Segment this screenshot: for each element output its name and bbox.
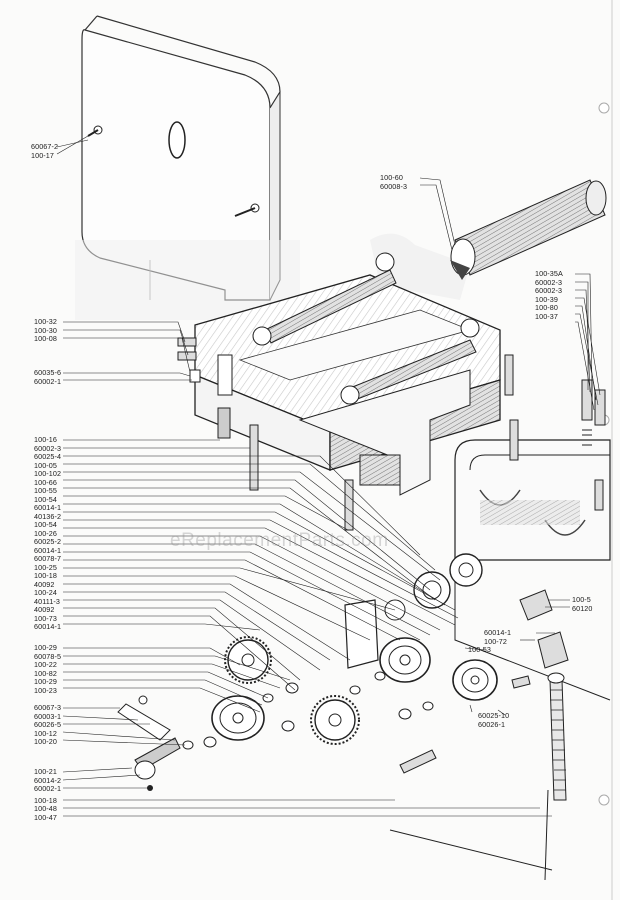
callout-label: 100-05 bbox=[34, 460, 57, 470]
callout-group-left-column: 100-16 60002-3 60025-4 100-05 100-102 10… bbox=[34, 435, 62, 632]
cover-screw-bottom bbox=[234, 203, 260, 217]
pulley-cluster bbox=[384, 553, 483, 621]
callout-label: 100-18 bbox=[34, 795, 57, 805]
callout-label: 60002-1 bbox=[34, 784, 62, 793]
callout-label: 40111-3 bbox=[34, 596, 61, 606]
callout-label: 100-60 bbox=[380, 173, 403, 182]
callout-label: 100-08 bbox=[34, 334, 57, 343]
cover-panel bbox=[81, 15, 281, 301]
callout-label: 100-18 bbox=[34, 571, 57, 580]
callout-label: 60002-3 bbox=[535, 286, 563, 295]
outfeed-roller-arm bbox=[450, 179, 607, 280]
callout-label: 100-29 bbox=[34, 677, 57, 686]
callout-label: 60014-1 bbox=[34, 503, 62, 512]
callout-label: 60067-2 bbox=[31, 142, 59, 151]
callout-label: 60120 bbox=[572, 603, 593, 613]
callout-label: 100-12 bbox=[34, 728, 57, 738]
callout-label: 100-17 bbox=[31, 150, 54, 160]
callout-group-center-c: 60025-10 60026-1 bbox=[478, 711, 510, 729]
callout-group-left-bottom: 100-21 60014-2 60002-1 100-18 100-48 100… bbox=[34, 767, 62, 822]
callout-label: 100-35A bbox=[535, 269, 563, 278]
callout-center-b: 100-53 bbox=[468, 645, 491, 654]
callout-group-center-a: 60014-1 100-72 bbox=[484, 628, 512, 646]
callout-label: 60078-7 bbox=[34, 554, 62, 563]
callout-label: 60078-5 bbox=[34, 651, 62, 661]
callout-label: 60002-3 bbox=[535, 277, 563, 287]
cover-screw-top bbox=[87, 125, 103, 137]
shaft-rod bbox=[399, 675, 531, 774]
callout-label: 100-37 bbox=[535, 311, 558, 321]
callout-group-right-upper: 100-35A 60002-3 60002-3 100-39 100-80 10… bbox=[535, 269, 563, 321]
callout-label: 100-32 bbox=[34, 317, 57, 326]
callout-label: 100-73 bbox=[34, 613, 57, 623]
callout-label: 60025-4 bbox=[34, 452, 62, 461]
callout-label: 100-5 bbox=[572, 595, 591, 604]
callout-label: 100-20 bbox=[34, 737, 57, 746]
callout-group-left-frame: 100-32 100-30 100-08 bbox=[34, 317, 57, 344]
handwheel-left bbox=[211, 695, 265, 741]
callout-group-top-right: 100-60 60008-3 bbox=[380, 173, 408, 191]
callout-group-left-screws: 60035-6 60002-1 bbox=[34, 368, 62, 386]
callout-label: 100-72 bbox=[484, 636, 507, 646]
callout-group-top-left: 60067-2 100-17 bbox=[31, 142, 59, 160]
callout-label: 40136-2 bbox=[34, 511, 62, 521]
callout-label: 100-29 bbox=[34, 643, 57, 652]
callout-label: 100-55 bbox=[34, 486, 57, 495]
callout-label: 100-54 bbox=[34, 494, 57, 504]
callout-label: 60026-1 bbox=[478, 719, 506, 729]
callout-label: 100-102 bbox=[34, 469, 62, 478]
callout-label: 100-16 bbox=[34, 435, 57, 444]
callout-label: 100-30 bbox=[34, 325, 57, 335]
gear-train bbox=[203, 553, 569, 774]
lever-arm bbox=[117, 695, 194, 791]
handwheel-center bbox=[379, 637, 431, 683]
roller-upper bbox=[252, 252, 397, 346]
right-housing bbox=[454, 439, 611, 701]
callout-label: 60025-10 bbox=[478, 711, 510, 720]
callout-label: 60014-1 bbox=[34, 545, 62, 555]
callout-label: 100-47 bbox=[34, 812, 57, 822]
leader-lines bbox=[56, 135, 601, 817]
callout-label: 60002-1 bbox=[34, 376, 62, 386]
small-bushings bbox=[203, 671, 434, 748]
main-frame bbox=[194, 274, 501, 496]
callout-label: 100-24 bbox=[34, 588, 57, 597]
callout-label: 100-48 bbox=[34, 804, 57, 813]
callout-label: 100-80 bbox=[535, 303, 558, 312]
callout-group-left-gears: 100-29 60078-5 100-22 100-82 100-29 100-… bbox=[34, 643, 62, 695]
callout-group-left-lever: 60067-3 60003-1 60026-5 100-12 100-20 bbox=[34, 703, 62, 747]
right-spring-bolts bbox=[504, 354, 606, 511]
gearbox-plate bbox=[344, 599, 379, 669]
callout-label: 100-25 bbox=[34, 562, 57, 572]
callout-label: 60002-3 bbox=[34, 443, 62, 453]
bracket-block bbox=[519, 589, 569, 669]
left-bracket-parts bbox=[177, 337, 354, 531]
roller-lower bbox=[340, 318, 480, 405]
callout-label: 60008-3 bbox=[380, 181, 408, 191]
callout-label: 40092 bbox=[34, 605, 55, 614]
elevation-screw bbox=[389, 672, 567, 881]
callout-label: 60014-1 bbox=[34, 622, 62, 631]
callout-label: 100-26 bbox=[34, 528, 57, 538]
watermark: eReplacementParts.com bbox=[170, 530, 389, 551]
callout-label: 100-82 bbox=[34, 668, 57, 678]
callout-label: 60025-2 bbox=[34, 537, 62, 546]
callout-label: 60003-1 bbox=[34, 711, 62, 721]
callout-label: 40092 bbox=[34, 579, 55, 589]
callout-label: 60067-3 bbox=[34, 703, 62, 712]
callout-label: 60035-6 bbox=[34, 368, 62, 377]
callout-label: 60014-1 bbox=[484, 628, 512, 637]
callout-label: 60026-5 bbox=[34, 720, 62, 729]
callout-label: 100-22 bbox=[34, 660, 57, 669]
callout-label: 100-23 bbox=[34, 685, 57, 695]
handwheel-right bbox=[452, 659, 498, 701]
callout-label: 60014-2 bbox=[34, 775, 62, 785]
callout-label: 100-54 bbox=[34, 520, 57, 529]
callout-label: 100-39 bbox=[535, 294, 558, 304]
callout-label: 100-21 bbox=[34, 767, 57, 776]
callout-label: 100-66 bbox=[34, 477, 57, 487]
callout-group-right-mid: 100-5 60120 bbox=[572, 595, 593, 613]
